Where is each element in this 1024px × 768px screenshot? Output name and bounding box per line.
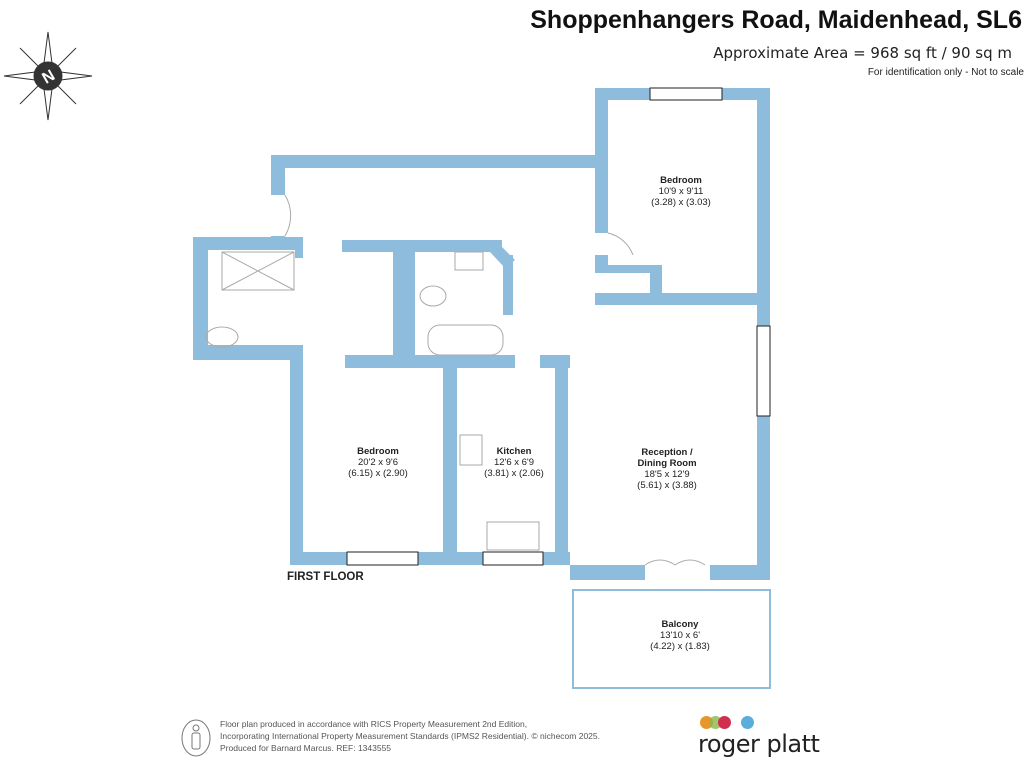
property-title: Shoppenhangers Road, Maidenhead, SL6 [530,6,1022,34]
logo-dot [741,716,754,729]
approximate-area: Approximate Area = 968 sq ft / 90 sq m [713,44,1012,62]
balcony-outline [572,589,771,689]
logo-dot [718,716,731,729]
floor-plan [193,87,771,689]
footer-disclaimer: Floor plan produced in accordance with R… [220,719,600,753]
person-icon [181,719,211,757]
agent-logo: roger platt [698,730,820,758]
compass-icon: N [3,31,93,121]
windows [346,87,771,566]
walls [193,88,770,580]
floor-label: FIRST FLOOR [287,571,364,583]
fixtures [205,194,706,566]
scale-note: For identification only - Not to scale [867,67,1024,78]
